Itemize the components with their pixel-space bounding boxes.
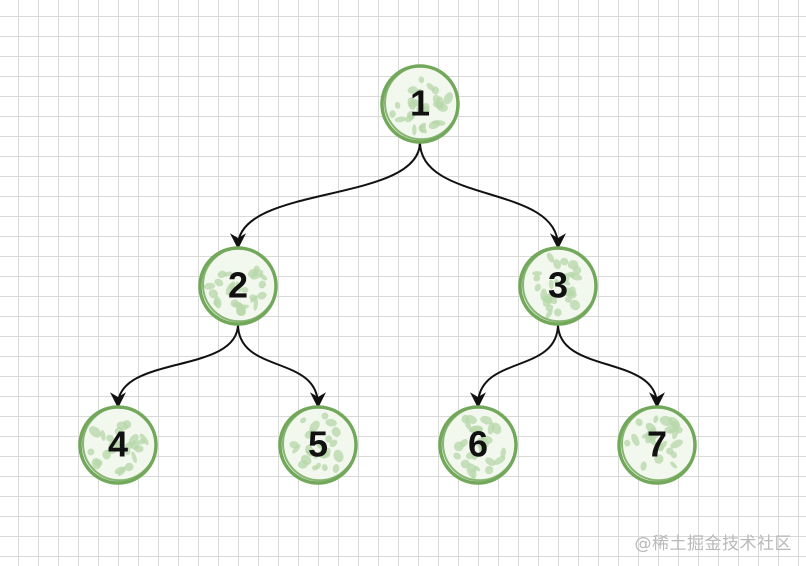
- edges-layer: [110, 141, 665, 409]
- tree-node-label-7: 7: [647, 424, 667, 465]
- tree-node-label-1: 1: [410, 83, 430, 124]
- edge-2-to-4: [110, 323, 239, 409]
- edge-3-to-6: [470, 323, 559, 409]
- tree-node-label-5: 5: [308, 424, 328, 465]
- tree-node-label-4: 4: [108, 424, 128, 465]
- tree-node-2: 2: [198, 246, 278, 326]
- edge-2-to-5: [237, 323, 326, 409]
- watermark: @稀土掘金技术社区: [634, 534, 792, 554]
- edge-3-to-7: [557, 323, 665, 409]
- tree-node-4: 4: [78, 405, 158, 485]
- tree-node-3: 3: [518, 246, 598, 326]
- tree-node-label-3: 3: [548, 265, 568, 306]
- tree-node-5: 5: [278, 405, 358, 485]
- tree-node-1: 1: [380, 64, 460, 144]
- tree-node-6: 6: [438, 405, 518, 485]
- tree-node-label-6: 6: [468, 424, 488, 465]
- edge-1-to-3: [419, 141, 566, 250]
- tree-node-label-2: 2: [228, 265, 248, 306]
- nodes-layer: 1 2 3 4 5 6 7: [78, 64, 697, 485]
- edge-1-to-2: [230, 141, 421, 250]
- tree-node-7: 7: [617, 405, 697, 485]
